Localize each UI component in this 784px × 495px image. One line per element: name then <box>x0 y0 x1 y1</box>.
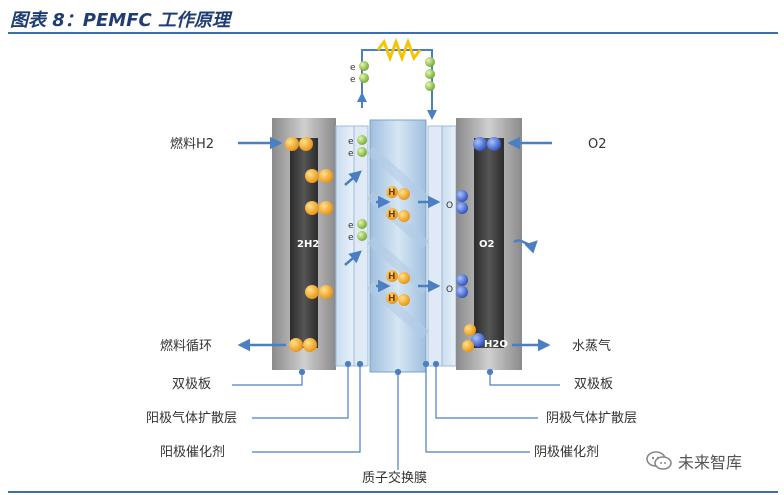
header: 图表 8：PEMFC 工作原理 <box>0 0 784 34</box>
proton-label: H <box>388 188 396 198</box>
water-molecule <box>462 324 485 352</box>
header-rule <box>8 32 778 34</box>
electron-label: e <box>348 149 354 159</box>
pemfc-diagram: e e e e e e H H H H O O <box>146 37 637 486</box>
anode-gas-diffusion-layer <box>335 125 355 367</box>
label-bipolar-left: 双极板 <box>172 377 211 392</box>
resistor-icon <box>376 37 422 63</box>
figure-title: 图表 8：PEMFC 工作原理 <box>10 10 230 31</box>
label-vapor: 水蒸气 <box>572 338 611 354</box>
label-membrane: 质子交换膜 <box>362 470 427 486</box>
electron-label: e <box>348 221 354 231</box>
protons-upper: H H <box>386 186 410 222</box>
electron-label: e <box>348 233 354 243</box>
label-anode-gdl: 阳极气体扩散层 <box>146 410 237 426</box>
electron-chain-mid-lower: e e <box>348 219 367 243</box>
proton-label: H <box>388 272 396 282</box>
electron-label: e <box>350 63 356 73</box>
flow-arrows <box>237 136 552 352</box>
cathode-inner-label: O2 <box>479 239 495 250</box>
cathode-gas-diffusion-layer <box>441 125 457 367</box>
anode-catalyst-layer <box>353 125 369 367</box>
proton-exchange-membrane <box>366 119 430 373</box>
label-fuel-loop: 燃料循环 <box>160 338 212 354</box>
hydrogen-molecules <box>285 137 333 352</box>
oxygen-molecules: O O <box>446 137 501 298</box>
leader-lines <box>232 360 560 470</box>
label-cathode-gdl: 阴极气体扩散层 <box>546 410 637 426</box>
watermark-text: 未来智库 <box>678 453 743 472</box>
proton-label: H <box>388 210 396 220</box>
footer-rule <box>8 491 778 493</box>
oxygen-label: O <box>446 201 453 211</box>
label-o2: O2 <box>588 137 607 152</box>
electron-chain-top-left: e e <box>350 61 369 85</box>
electron-chain-mid-upper: e e <box>348 135 367 159</box>
protons-lower: H H <box>386 270 410 306</box>
external-circuit <box>357 37 437 120</box>
wechat-icon <box>646 451 672 470</box>
label-cathode-catalyst: 阴极催化剂 <box>534 445 599 460</box>
cathode-catalyst-layer <box>427 125 443 367</box>
electron-label: e <box>350 75 356 85</box>
label-fuel-h2: 燃料H2 <box>170 136 214 152</box>
label-bipolar-right: 双极板 <box>574 377 613 392</box>
electron-chain-top-right <box>425 57 435 91</box>
watermark: 未来智库 <box>646 448 742 474</box>
oxygen-label: O <box>446 285 453 295</box>
label-anode-catalyst: 阳极催化剂 <box>160 445 225 460</box>
electron-label: e <box>348 137 354 147</box>
proton-label: H <box>388 294 396 304</box>
anode-inner-label: 2H2 <box>297 239 319 250</box>
water-inner-label: H2O <box>484 339 508 350</box>
